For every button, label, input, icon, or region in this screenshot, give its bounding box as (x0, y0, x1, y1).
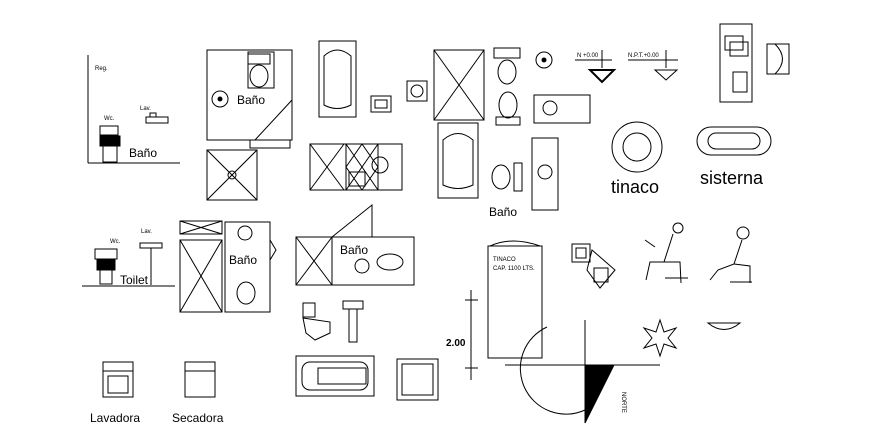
bathtub-plan-icon-1 (318, 40, 357, 118)
sink-counter-icon-2 (531, 137, 559, 211)
label-wc-2: Wc. (110, 239, 121, 245)
bano-plan-block-2 (309, 143, 403, 191)
vanity-counter-icon (533, 94, 591, 124)
tinaco-plan-icon (611, 121, 663, 173)
label-bano-3: Baño (489, 205, 517, 219)
laundry-unit-icon (719, 23, 790, 103)
label-height-dim: 2.00 (446, 338, 466, 349)
seated-person-laptop-icon (644, 222, 688, 284)
sink-plan-icon (211, 90, 229, 108)
bano-plan-block-3: Baño (179, 220, 277, 313)
label-bano-2: Baño (237, 93, 265, 107)
svg-text:N.P.T.+0.00: N.P.T.+0.00 (628, 53, 659, 59)
bano-plan-block-1: Baño (206, 49, 293, 201)
toilet-3d-icon (302, 302, 331, 341)
shower-drain-icon (396, 358, 439, 401)
label-bano-1: Baño (129, 146, 157, 160)
bathtub-3d-icon (295, 355, 375, 397)
wc-elevation-icon (99, 125, 121, 163)
height-dimension: 2.00 (446, 290, 478, 380)
toilet-plan-icon-4 (491, 162, 523, 192)
label-lav-2: Lav. (141, 229, 152, 235)
label-bano-5: Baño (340, 243, 368, 257)
north-arrow-icon: NORTE (505, 320, 660, 424)
label-sisterna: sisterna (700, 168, 764, 188)
wash-basin-icon (706, 322, 742, 330)
label-tank-name: TINACO (493, 257, 516, 263)
toilet-plan-icon-2 (493, 47, 521, 85)
bano-plan-block-4: Baño (295, 203, 415, 286)
shower-tray-icon-1 (433, 49, 485, 121)
toilet-elevation-block: Wc. Lav. Toilet (82, 229, 175, 287)
level-marker-n: N +0.00 (575, 50, 617, 84)
bathtub-plan-icon-2 (437, 122, 479, 199)
sisterna-plan-icon (696, 126, 772, 156)
secadora-icon (184, 361, 216, 398)
seated-person-reading-icon (709, 226, 752, 283)
plant-plan-icon (642, 318, 678, 358)
bidet-fixture-icon-1 (406, 80, 428, 102)
toilet-plan-icon (247, 53, 271, 88)
lavadora-icon (102, 361, 134, 398)
svg-text:N +0.00: N +0.00 (577, 53, 599, 59)
corner-sink-icon (571, 243, 616, 289)
label-toilet: Toilet (120, 273, 149, 287)
label-lav-1: Lav. (140, 106, 151, 112)
label-tank-capacity: CAP. 1100 LTS. (493, 266, 535, 272)
bano-elevation-block: Reg. Wc. Lav. Baño (87, 55, 180, 164)
toilet-plan-icon-3 (495, 91, 521, 126)
label-reg: Reg. (95, 66, 108, 72)
pedestal-sink-3d-icon (342, 300, 364, 343)
label-bano-4: Baño (229, 253, 257, 267)
label-secadora: Secadora (172, 411, 224, 425)
sink-plan-icon-2 (535, 51, 553, 69)
label-tinaco: tinaco (611, 177, 659, 197)
level-marker-npt: N.P.T.+0.00 (628, 50, 679, 81)
sink-fixture-icon-1 (370, 95, 392, 113)
label-norte: NORTE (620, 392, 626, 413)
tinaco-elevation-icon: TINACO CAP. 1100 LTS. (487, 240, 543, 359)
label-wc-1: Wc. (104, 116, 115, 122)
lavabo-elevation-icon (145, 112, 169, 124)
label-lavadora: Lavadora (90, 411, 140, 425)
